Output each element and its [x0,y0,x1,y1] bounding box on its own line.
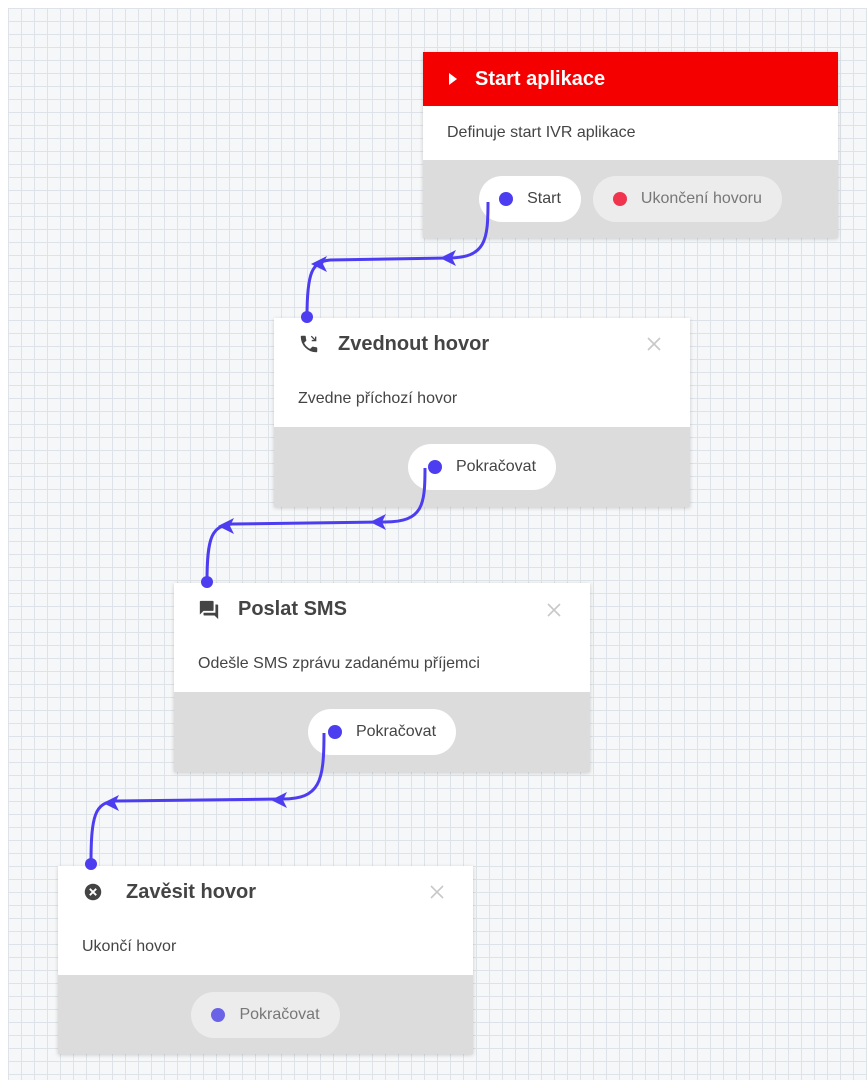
output-label: Pokračovat [355,723,437,740]
close-icon[interactable] [429,884,445,900]
output-port[interactable] [612,192,627,206]
cancel-circle-icon [82,881,104,903]
node-header[interactable]: Poslat SMS [174,583,590,636]
output-label: Ukončení hovoru [640,190,762,207]
node-send-sms[interactable]: Poslat SMS Odešle SMS zprávu zadanému př… [174,583,590,772]
output-continue[interactable]: Pokračovat [191,991,340,1038]
output-continue[interactable]: Pokračovat [407,444,557,490]
node-answer-call[interactable]: Zvednout hovor Zvedne příchozí hovor Pok… [274,318,690,507]
node-title: Zavěsit hovor [126,880,257,903]
node-description: Zvedne příchozí hovor [298,389,458,407]
close-icon[interactable] [546,602,562,618]
chat-icon [198,599,220,621]
output-label: Start [527,190,561,207]
node-title: Poslat SMS [238,598,347,620]
output-label: Pokračovat [455,458,537,475]
play-triangle-icon [447,68,459,90]
node-title: Start aplikace [475,67,606,90]
node-description: Ukončí hovor [82,937,177,955]
node-outputs: Pokračovat [274,427,690,507]
node-header[interactable]: Zavěsit hovor [58,866,473,918]
node-outputs: Pokračovat [58,975,473,1054]
node-outputs: Start Ukončení hovoru [423,160,838,238]
node-description: Definuje start IVR aplikace [447,124,636,141]
close-icon[interactable] [646,336,662,352]
output-port[interactable] [427,460,442,474]
output-port[interactable] [327,725,342,739]
output-start[interactable]: Start [479,176,581,222]
output-label: Pokračovat [239,1005,320,1023]
output-port[interactable] [211,1007,226,1022]
node-description: Odešle SMS zprávu zadanému příjemci [198,655,480,672]
output-continue[interactable]: Pokračovat [307,709,457,755]
output-end-call[interactable]: Ukončení hovoru [592,176,782,222]
phone-callback-icon [298,333,320,355]
node-header[interactable]: Zvednout hovor [274,318,690,370]
node-title: Zvednout hovor [338,332,490,355]
node-start-app[interactable]: Start aplikace Definuje start IVR aplika… [423,52,838,238]
node-header[interactable]: Start aplikace [423,52,838,106]
node-hang-up[interactable]: Zavěsit hovor Ukončí hovor Pokračovat [58,866,473,1054]
node-outputs: Pokračovat [174,692,590,772]
output-port[interactable] [499,192,514,206]
